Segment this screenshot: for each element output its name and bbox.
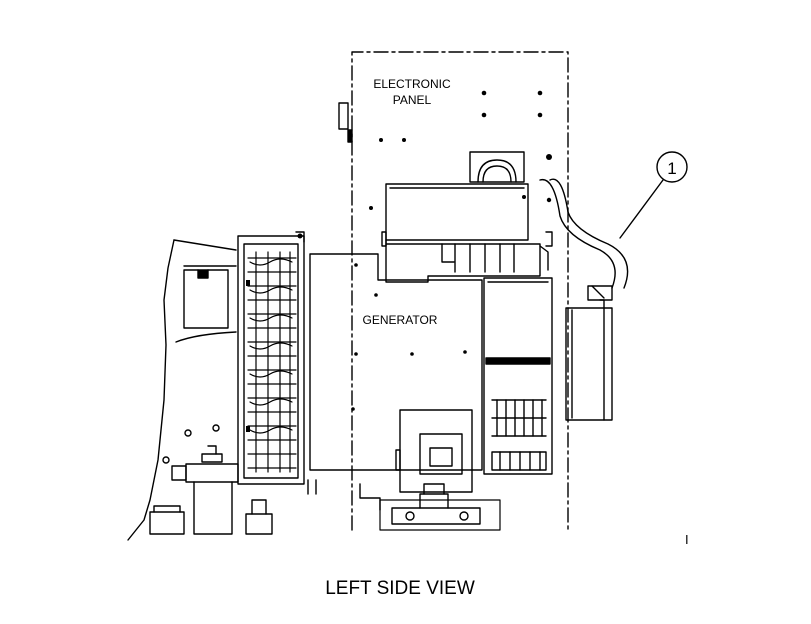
- generator-label: GENERATOR: [363, 313, 438, 327]
- callout-1: 1: [619, 151, 688, 239]
- engine-outline: [127, 239, 237, 541]
- control-box: [381, 183, 553, 283]
- oil-filter: [171, 445, 239, 535]
- side-cover: [565, 285, 613, 421]
- electronic-panel-label-line2: PANEL: [393, 93, 432, 107]
- corner-mark: I: [685, 532, 689, 547]
- lifting-eye: [469, 151, 525, 183]
- generator: GENERATOR: [309, 253, 483, 471]
- fan-housing: [237, 231, 305, 485]
- rear-housing: [483, 277, 553, 475]
- electronic-panel-label-line1: ELECTRONIC: [373, 77, 451, 91]
- callout-1-number: 1: [667, 159, 676, 178]
- hose: [539, 178, 629, 289]
- bottom-fittings: [149, 479, 501, 535]
- fan-grille: [247, 251, 297, 473]
- panel-bolts: [369, 90, 552, 210]
- electronic-panel: ELECTRONIC PANEL: [338, 51, 569, 531]
- junction-box: [395, 409, 473, 493]
- view-caption: LEFT SIDE VIEW: [325, 578, 475, 599]
